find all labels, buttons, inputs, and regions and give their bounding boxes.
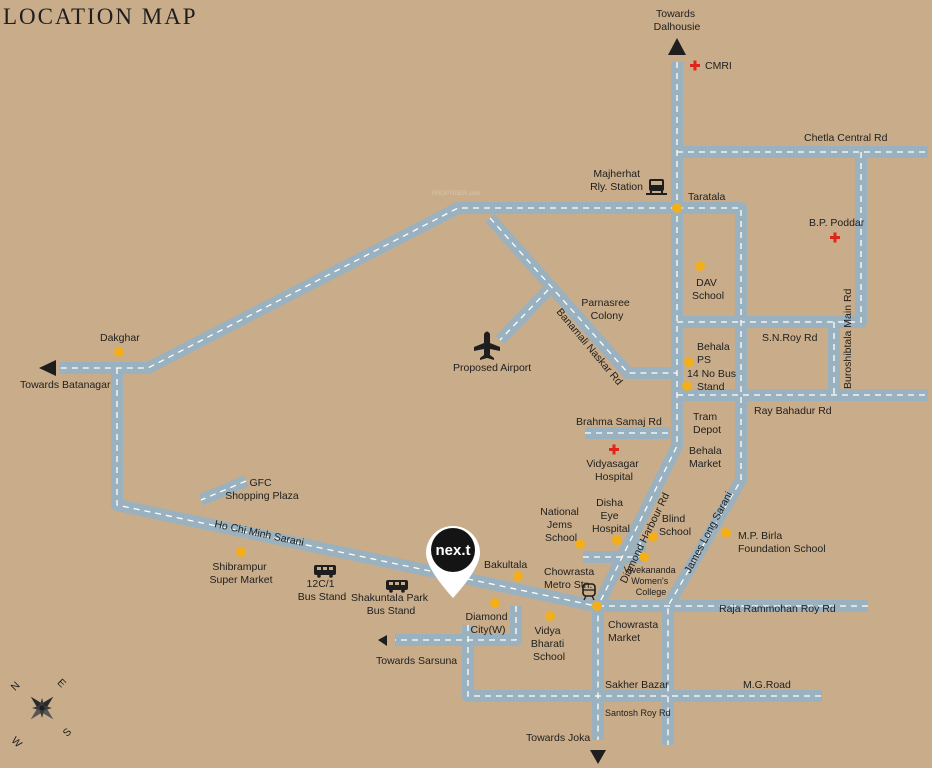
label-towards-dalhousie: Towards Dalhousie (654, 8, 701, 33)
metro-icon (582, 583, 596, 601)
label-sakher-bazar: Sakher Bazar (605, 679, 669, 691)
diamond-city-poi-icon (490, 598, 500, 608)
direction-arrows (39, 38, 686, 764)
label-gfc-shopping-plaza: GFC Shopping Plaza (225, 477, 299, 502)
label-dav-school: DAV School (692, 277, 724, 302)
label-tram-depot: Tram Depot (693, 411, 721, 436)
arrow-north-icon (668, 38, 686, 55)
label-blind-school: Blind School (659, 513, 691, 538)
label-mp-birla-school: M.P. Birla Foundation School (738, 530, 826, 555)
road-label-santosh-roy: Santosh Roy Rd (605, 708, 671, 718)
vidyasagar-hospital-icon (609, 444, 619, 455)
dakghar-poi-icon (114, 347, 124, 357)
label-14-no-bus-stand: 14 No Bus Stand (687, 368, 739, 393)
bus-shakuntala-icon (386, 580, 408, 593)
label-chowrasta-market: Chowrasta Market (608, 619, 661, 644)
label-behala-ps: Behala PS (697, 341, 733, 366)
label-12c-bus-stand: 12C/1 Bus Stand (298, 578, 347, 603)
label-vidyasagar-hospital: Vidyasagar Hospital (586, 458, 641, 483)
vivekananda-college-poi-icon (639, 552, 649, 562)
shibrampur-poi-icon (236, 547, 246, 557)
project-location-marker[interactable]: nex.t (426, 526, 480, 598)
blind-school-poi-icon (648, 532, 658, 542)
road-label-chetla-central: Chetla Central Rd (804, 132, 888, 144)
bus-12c-icon (314, 565, 336, 578)
dav-school-poi-icon (695, 261, 705, 271)
taratala-poi-icon (672, 203, 682, 213)
label-shakuntala-bus-stand: Shakuntala Park Bus Stand (351, 592, 431, 617)
road-taratala-west (60, 202, 677, 374)
label-disha-eye-hospital: Disha Eye Hospital (592, 497, 630, 535)
arrow-west-icon (39, 360, 56, 376)
label-cmri: CMRI (705, 60, 732, 72)
mp-birla-poi-icon (721, 528, 731, 538)
label-dakghar: Dakghar (100, 332, 140, 344)
road-label-sn-roy: S.N.Roy Rd (762, 332, 818, 344)
road-label-brahma-samaj: Brahma Samaj Rd (576, 416, 662, 428)
arrow-south-icon (590, 750, 606, 764)
label-vivekananda-college: Vivekananda Women's College (624, 565, 678, 597)
disha-eye-poi-icon (612, 535, 622, 545)
project-logo: nex.t (435, 542, 470, 559)
compass-rose-icon: N E S W (9, 677, 74, 751)
road-label-raja-rammohan: Raja Rammohan Roy Rd (719, 603, 836, 615)
road-centerlines (60, 62, 928, 745)
label-towards-sarsuna: Towards Sarsuna (376, 655, 457, 667)
label-shibrampur-market: Shibrampur Super Market (209, 561, 272, 586)
label-chowrasta-metro: Chowrasta Metro Stn. (544, 566, 597, 591)
label-majherhat-station: Majherhat Rly. Station (590, 168, 643, 193)
label-towards-joka: Towards Joka (526, 732, 590, 744)
label-bp-poddar: B.P. Poddar (809, 217, 865, 229)
label-parnasree-colony: Parnasree Colony (581, 297, 632, 322)
vidya-bharati-poi-icon (545, 611, 555, 621)
watermark: PROPTIGER.com (432, 191, 480, 197)
train-station-icon (646, 179, 667, 195)
arrow-sarsuna-icon (378, 635, 387, 646)
bp-poddar-hospital-icon (830, 232, 840, 243)
bakultala-poi-icon (513, 571, 523, 581)
road-label-buroshibtala: Buroshibtala Main Rd (842, 288, 854, 389)
label-national-jems-school: National Jems School (540, 506, 581, 544)
label-vidya-bharati-school: Vidya Bharati School (531, 625, 567, 663)
national-jems-poi-icon (575, 539, 585, 549)
label-towards-batanagar: Towards Batanagar (20, 379, 111, 391)
airplane-icon (474, 331, 500, 360)
label-behala-market: Behala Market (689, 445, 725, 470)
cmri-hospital-icon (690, 60, 700, 71)
road-label-ray-bahadur: Ray Bahadur Rd (754, 405, 832, 417)
label-diamond-city: Diamond City(W) (466, 611, 511, 636)
label-bakultala: Bakultala (484, 559, 527, 571)
map-title: LOCATION MAP (3, 4, 198, 29)
label-proposed-airport: Proposed Airport (453, 362, 531, 374)
bus-stand-14-poi-icon (682, 381, 692, 391)
label-taratala: Taratala (688, 191, 726, 203)
behala-ps-poi-icon (684, 357, 694, 367)
road-label-mg-road: M.G.Road (743, 679, 791, 691)
chowrasta-poi-icon (592, 601, 602, 611)
